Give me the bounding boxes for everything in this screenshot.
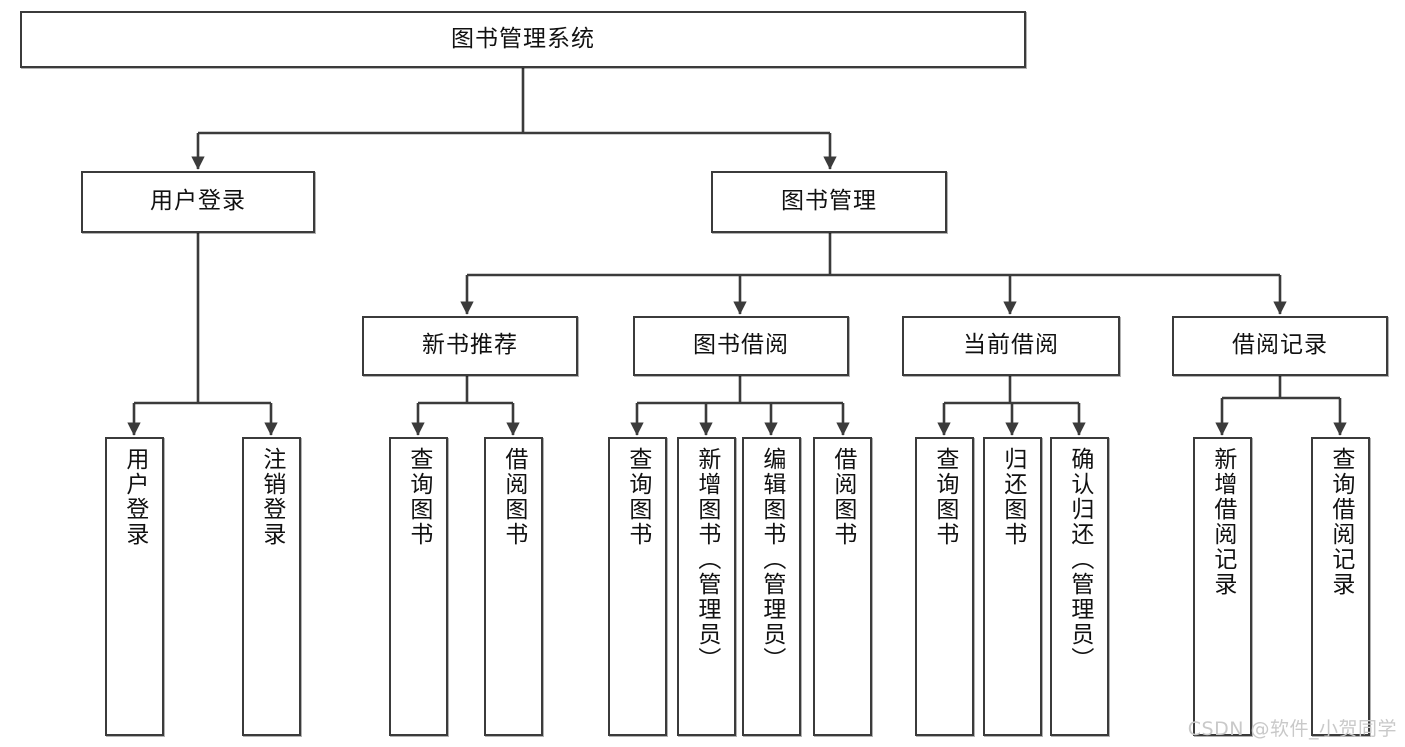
node-label: 查询图书 xyxy=(405,447,432,547)
node-book-management[interactable]: 图书管理 xyxy=(711,171,947,233)
node-user-login[interactable]: 用户登录 xyxy=(81,171,315,233)
node-label: 查询借阅记录 xyxy=(1327,447,1354,597)
node-label: 新增借阅记录 xyxy=(1209,447,1236,597)
node-leaf-edit-book[interactable]: 编辑图书（管理员） xyxy=(742,437,801,736)
node-leaf-query-book-recommend[interactable]: 查询图书 xyxy=(389,437,448,736)
node-leaf-logout[interactable]: 注销登录 xyxy=(242,437,301,736)
node-label: 用户登录 xyxy=(121,447,148,547)
node-leaf-borrow-book-recommend[interactable]: 借阅图书 xyxy=(484,437,543,736)
node-book-borrow[interactable]: 图书借阅 xyxy=(633,316,849,376)
node-root-book-management-system[interactable]: 图书管理系统 xyxy=(20,11,1026,68)
node-label: 确认归还（管理员） xyxy=(1066,447,1093,672)
node-label: 当前借阅 xyxy=(963,332,1059,359)
node-label: 查询图书 xyxy=(624,447,651,547)
node-label: 图书借阅 xyxy=(693,332,789,359)
node-label: 注销登录 xyxy=(258,447,285,547)
node-label: 新书推荐 xyxy=(422,332,518,359)
node-borrow-record[interactable]: 借阅记录 xyxy=(1172,316,1388,376)
node-label: 归还图书 xyxy=(999,447,1026,547)
node-label: 借阅图书 xyxy=(829,447,856,547)
node-leaf-user-login[interactable]: 用户登录 xyxy=(105,437,164,736)
node-label: 新增图书（管理员） xyxy=(693,447,720,672)
node-leaf-query-book-borrow[interactable]: 查询图书 xyxy=(608,437,667,736)
node-new-book-recommend[interactable]: 新书推荐 xyxy=(362,316,578,376)
node-label: 编辑图书（管理员） xyxy=(758,447,785,672)
node-leaf-add-borrow-record[interactable]: 新增借阅记录 xyxy=(1193,437,1252,736)
node-leaf-borrow-book[interactable]: 借阅图书 xyxy=(813,437,872,736)
node-leaf-confirm-return[interactable]: 确认归还（管理员） xyxy=(1050,437,1109,736)
node-current-borrow[interactable]: 当前借阅 xyxy=(902,316,1120,376)
node-leaf-add-book[interactable]: 新增图书（管理员） xyxy=(677,437,736,736)
node-label: 图书管理 xyxy=(781,188,877,215)
node-leaf-query-borrow-record[interactable]: 查询借阅记录 xyxy=(1311,437,1370,736)
node-label: 图书管理系统 xyxy=(451,25,595,52)
node-label: 借阅记录 xyxy=(1232,332,1328,359)
node-leaf-return-book[interactable]: 归还图书 xyxy=(983,437,1042,736)
node-leaf-query-book-current[interactable]: 查询图书 xyxy=(915,437,974,736)
node-label: 用户登录 xyxy=(150,188,246,215)
node-label: 查询图书 xyxy=(931,447,958,547)
node-label: 借阅图书 xyxy=(500,447,527,547)
